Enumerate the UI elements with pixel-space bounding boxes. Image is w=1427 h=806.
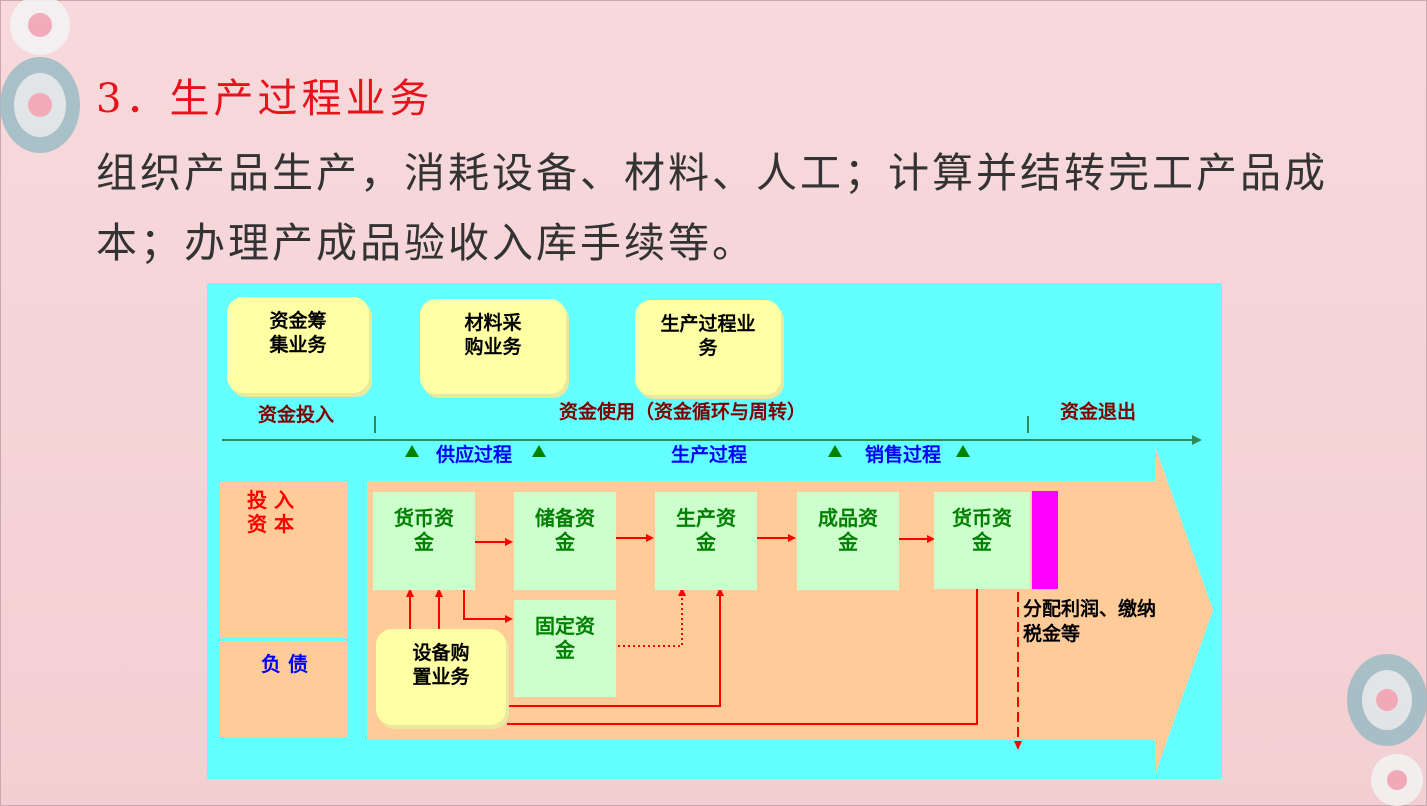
finished-goods-fund-label: 成品资金	[818, 506, 878, 554]
fixed-fund-label: 固定资金	[535, 614, 595, 662]
distribution-label: 分配利润、缴纳税金等	[1023, 598, 1157, 645]
timeline-arrowhead	[1192, 435, 1202, 445]
fund-flow-diagram: 投 入 资 本 负 债 资金筹集业务 材料采购业务 生产过程业务 资金投入 资金…	[207, 283, 1222, 779]
triangle-marker	[405, 445, 419, 457]
fund-raising-bubble: 资金筹集业务	[227, 297, 369, 393]
production-fund-box: 生产资金	[655, 492, 757, 590]
liability-label: 负 债	[261, 652, 308, 676]
reserve-fund-label: 储备资金	[535, 506, 595, 554]
fund-raising-label: 资金筹集业务	[269, 310, 327, 356]
production-fund-label: 生产资金	[676, 506, 736, 554]
slide-title: 3．生产过程业务	[96, 76, 434, 122]
flower-decoration-top-left	[0, 0, 80, 153]
monetary-fund-box-2: 货币资金	[934, 492, 1030, 589]
phase-input-label: 资金投入	[258, 404, 335, 426]
material-purchase-label: 材料采购业务	[464, 312, 522, 358]
monetary-fund-label-2: 货币资金	[952, 506, 1012, 554]
triangle-marker	[828, 445, 842, 457]
slide-body-text: 组织产品生产，消耗设备、材料、人工；计算并结转完工产品成本；办理产成品验收入库手…	[96, 149, 1328, 267]
reserve-fund-box: 储备资金	[514, 492, 616, 590]
triangle-marker	[956, 445, 970, 457]
phase-exit-label: 资金退出	[1060, 401, 1137, 423]
supply-process-label: 供应过程	[436, 444, 513, 466]
production-process-bubble: 生产过程业务	[635, 300, 781, 395]
production-process-label: 生产过程业务	[660, 313, 756, 359]
equipment-purchase-bubble: 设备购置业务	[376, 629, 506, 725]
capital-panel	[220, 482, 347, 638]
monetary-fund-box-1: 货币资金	[373, 492, 475, 590]
monetary-fund-label-1: 货币资金	[394, 506, 454, 554]
sales-process-label: 销售过程	[865, 444, 942, 466]
magenta-marker-bar	[1032, 491, 1058, 589]
triangle-marker	[532, 445, 546, 457]
material-purchase-bubble: 材料采购业务	[420, 299, 566, 394]
flower-decoration-bottom-right	[1347, 654, 1427, 806]
liability-panel	[220, 641, 347, 737]
equipment-purchase-label: 设备购置业务	[412, 642, 470, 688]
capital-label: 投 入 资 本	[247, 488, 294, 536]
production-process-label: 生产过程	[671, 444, 748, 466]
phase-use-label: 资金使用（资金循环与周转）	[559, 401, 807, 423]
finished-goods-fund-box: 成品资金	[797, 492, 899, 590]
fixed-fund-box: 固定资金	[514, 600, 616, 697]
